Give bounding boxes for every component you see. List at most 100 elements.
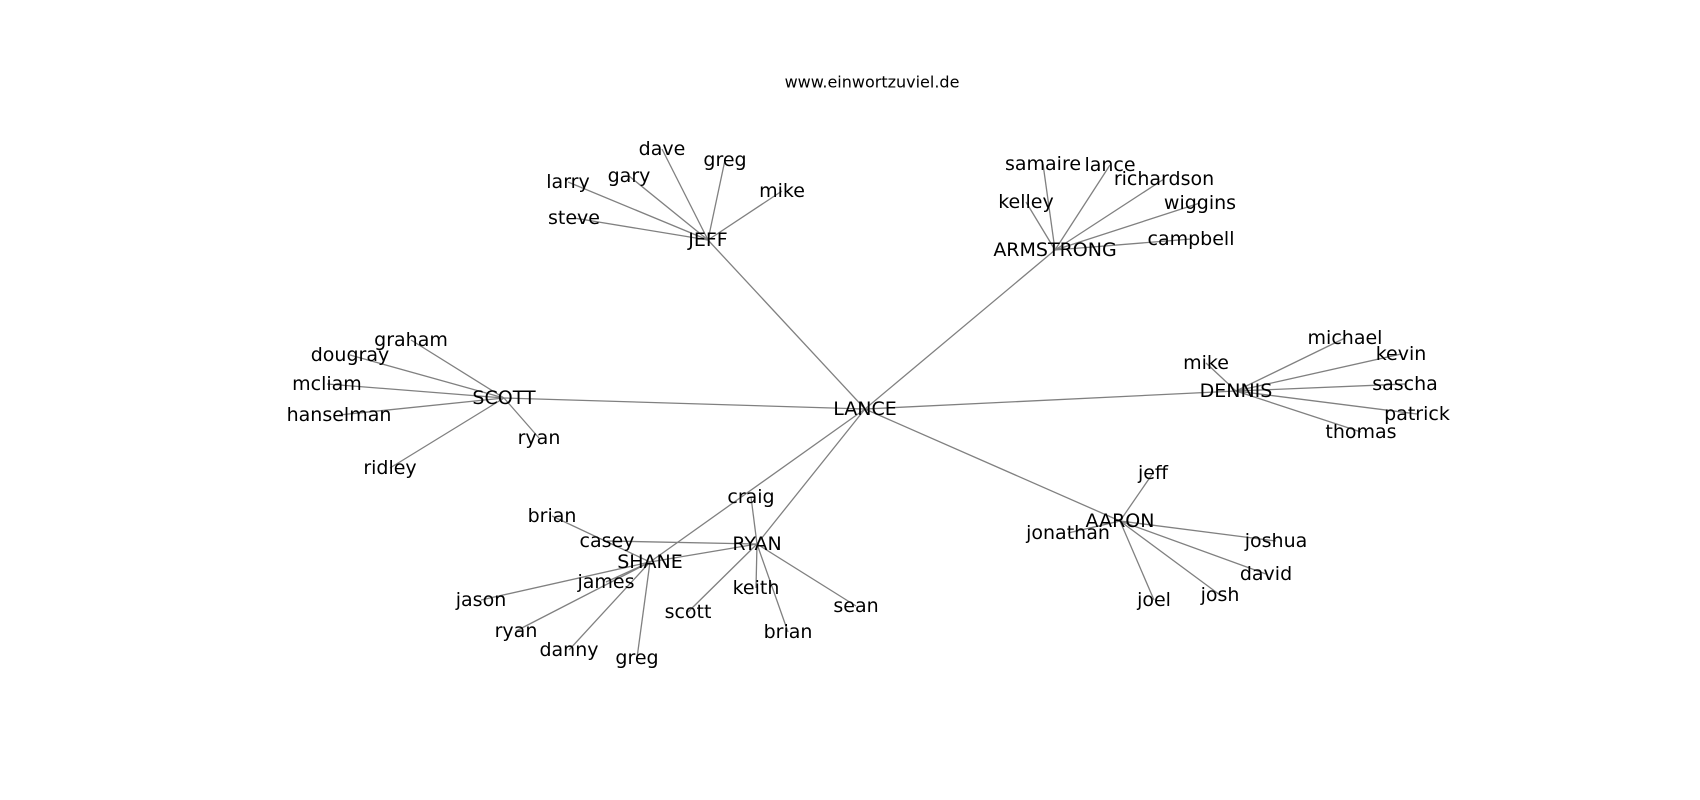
edge-lance_c-dennis_c [864, 390, 1237, 410]
node-label-lance-c: LANCE [833, 398, 897, 420]
edge-aaron_c-aar_jonathan [1067, 520, 1121, 534]
edge-jeff_c-jeff_greg [707, 159, 726, 241]
edge-dennis_c-den_sascha [1235, 383, 1406, 392]
node-label-arm-richardson: richardson [1114, 168, 1214, 190]
node-label-jeff-greg: greg [703, 149, 746, 171]
node-label-shane-brian: brian [528, 505, 577, 527]
edge-shane_c-shane_greg [636, 561, 651, 659]
node-label-shane-danny: danny [539, 639, 598, 661]
edge-ryan_c-ryan_brian [756, 543, 789, 633]
node-label-arm-wiggins: wiggins [1164, 192, 1236, 214]
edge-shane_c-shane_ryan [515, 561, 651, 632]
node-label-scott-ridley: ridley [363, 457, 416, 479]
node-label-scott-hanselman: hanselman [287, 404, 392, 426]
node-label-scott-graham: graham [374, 329, 448, 351]
node-label-dennis-c: DENNIS [1200, 380, 1273, 402]
edge-jeff_c-jeff_larry [567, 181, 709, 241]
node-label-aar-jeff: jeff [1137, 462, 1169, 484]
node-label-den-mike: mike [1183, 352, 1229, 374]
edge-dennis_c-den_mike [1205, 362, 1237, 392]
edge-scott_c-scott_ridley [389, 397, 505, 469]
node-label-jeff-dave: dave [639, 138, 686, 160]
edge-aaron_c-aar_joel [1119, 520, 1155, 601]
edge-armstrong_c-arm_campbell [1054, 238, 1192, 251]
node-label-arm-lance: lance [1084, 154, 1135, 176]
node-label-scott-ryan: ryan [518, 427, 561, 449]
node-label-scott-c: SCOTT [472, 387, 536, 409]
edge-scott_c-scott_mcliam [326, 383, 505, 399]
node-label-ryan-keith: keith [733, 577, 780, 599]
node-label-layer: LANCE JEFF ARMSTRONG SCOTT DENNIS AARON RYAN SH… [287, 138, 1450, 669]
edge-shane_c-shane_brian [551, 515, 651, 563]
edge-dennis_c-den_patrick [1235, 390, 1418, 415]
node-label-ryan-brian: brian [764, 621, 813, 643]
edge-layer [326, 148, 1418, 659]
node-label-aar-joel: joel [1136, 589, 1171, 611]
node-label-ryan-sean: sean [833, 595, 878, 617]
edge-jeff_c-jeff_gary [628, 175, 709, 241]
edge-ryan_c-ryan_keith [755, 543, 758, 589]
edge-lance_c-ryan_c [756, 408, 866, 545]
edge-lance_c-aaron_c [864, 408, 1121, 522]
node-label-jeff-larry: larry [546, 171, 589, 193]
node-label-den-michael: michael [1308, 327, 1383, 349]
node-label-jeff-steve: steve [548, 207, 600, 229]
edge-scott_c-scott_hanselman [338, 397, 505, 416]
node-label-ryan-c: RYAN [732, 533, 781, 555]
node-label-scott-dougray: dougray [311, 344, 390, 366]
edge-dennis_c-den_kevin [1235, 353, 1402, 392]
node-label-aar-josh: josh [1200, 584, 1240, 606]
edge-scott_c-scott_graham [410, 339, 505, 399]
node-label-aar-david: david [1240, 563, 1292, 585]
edge-jeff_c-jeff_mike [707, 190, 783, 241]
edge-armstrong_c-arm_richardson [1054, 178, 1165, 251]
node-label-aar-jonathan: jonathan [1025, 522, 1110, 544]
edge-scott_c-scott_dougray [349, 354, 505, 399]
node-label-ryan-casey: casey [580, 530, 635, 552]
edge-shane_c-shane_jason [480, 561, 651, 601]
node-label-jeff-c: JEFF [687, 229, 727, 251]
edge-scott_c-scott_ryan [503, 397, 540, 439]
edge-armstrong_c-arm_lance [1054, 164, 1111, 251]
edge-armstrong_c-arm_wiggins [1054, 202, 1201, 251]
edge-armstrong_c-arm_samaire [1042, 163, 1056, 251]
node-label-arm-kelley: kelley [998, 191, 1054, 213]
edge-ryan_c-ryan_craig [750, 496, 758, 545]
node-label-shane-greg: greg [615, 647, 658, 669]
node-label-arm-samaire: samaire [1005, 153, 1081, 175]
edge-lance_c-armstrong_c [864, 249, 1056, 410]
node-label-jeff-mike: mike [759, 180, 805, 202]
edge-jeff_c-jeff_steve [573, 217, 709, 241]
node-label-den-patrick: patrick [1384, 403, 1450, 425]
edge-ryan_c-ryan_casey [606, 540, 758, 545]
edge-armstrong_c-arm_kelley [1025, 201, 1056, 251]
node-label-armstrong-c: ARMSTRONG [993, 239, 1116, 261]
edge-aaron_c-aar_joshua [1119, 520, 1277, 542]
node-label-shane-ryan: ryan [495, 620, 538, 642]
edge-lance_c-scott_c [503, 397, 866, 410]
node-label-den-kevin: kevin [1376, 343, 1427, 365]
edge-ryan_c-ryan_scott [687, 543, 758, 613]
node-label-jeff-gary: gary [608, 165, 651, 187]
node-label-ryan-scott: scott [665, 601, 712, 623]
node-label-shane-jason: jason [455, 589, 507, 611]
edge-aaron_c-aar_josh [1119, 520, 1221, 596]
edge-lance_c-shane_c [649, 408, 866, 563]
node-label-den-sascha: sascha [1372, 373, 1438, 395]
node-label-ryan-craig: craig [727, 486, 774, 508]
node-label-shane-c: SHANE [617, 551, 683, 573]
edge-aaron_c-aar_jeff [1119, 472, 1154, 522]
site-url-label: www.einwortzuviel.de [785, 73, 960, 92]
node-label-aaron-c: AARON [1086, 510, 1155, 532]
edge-jeff_c-jeff_dave [661, 148, 709, 241]
node-label-den-thomas: thomas [1325, 421, 1396, 443]
node-label-aar-joshua: joshua [1244, 530, 1308, 552]
node-label-shane-james: james [576, 571, 634, 593]
edge-dennis_c-den_thomas [1235, 390, 1362, 433]
edge-lance_c-jeff_c [707, 239, 866, 410]
node-label-arm-campbell: campbell [1148, 228, 1235, 250]
node-label-scott-mcliam: mcliam [292, 373, 362, 395]
edge-aaron_c-aar_david [1119, 520, 1267, 575]
edge-shane_c-shane_danny [568, 561, 651, 651]
